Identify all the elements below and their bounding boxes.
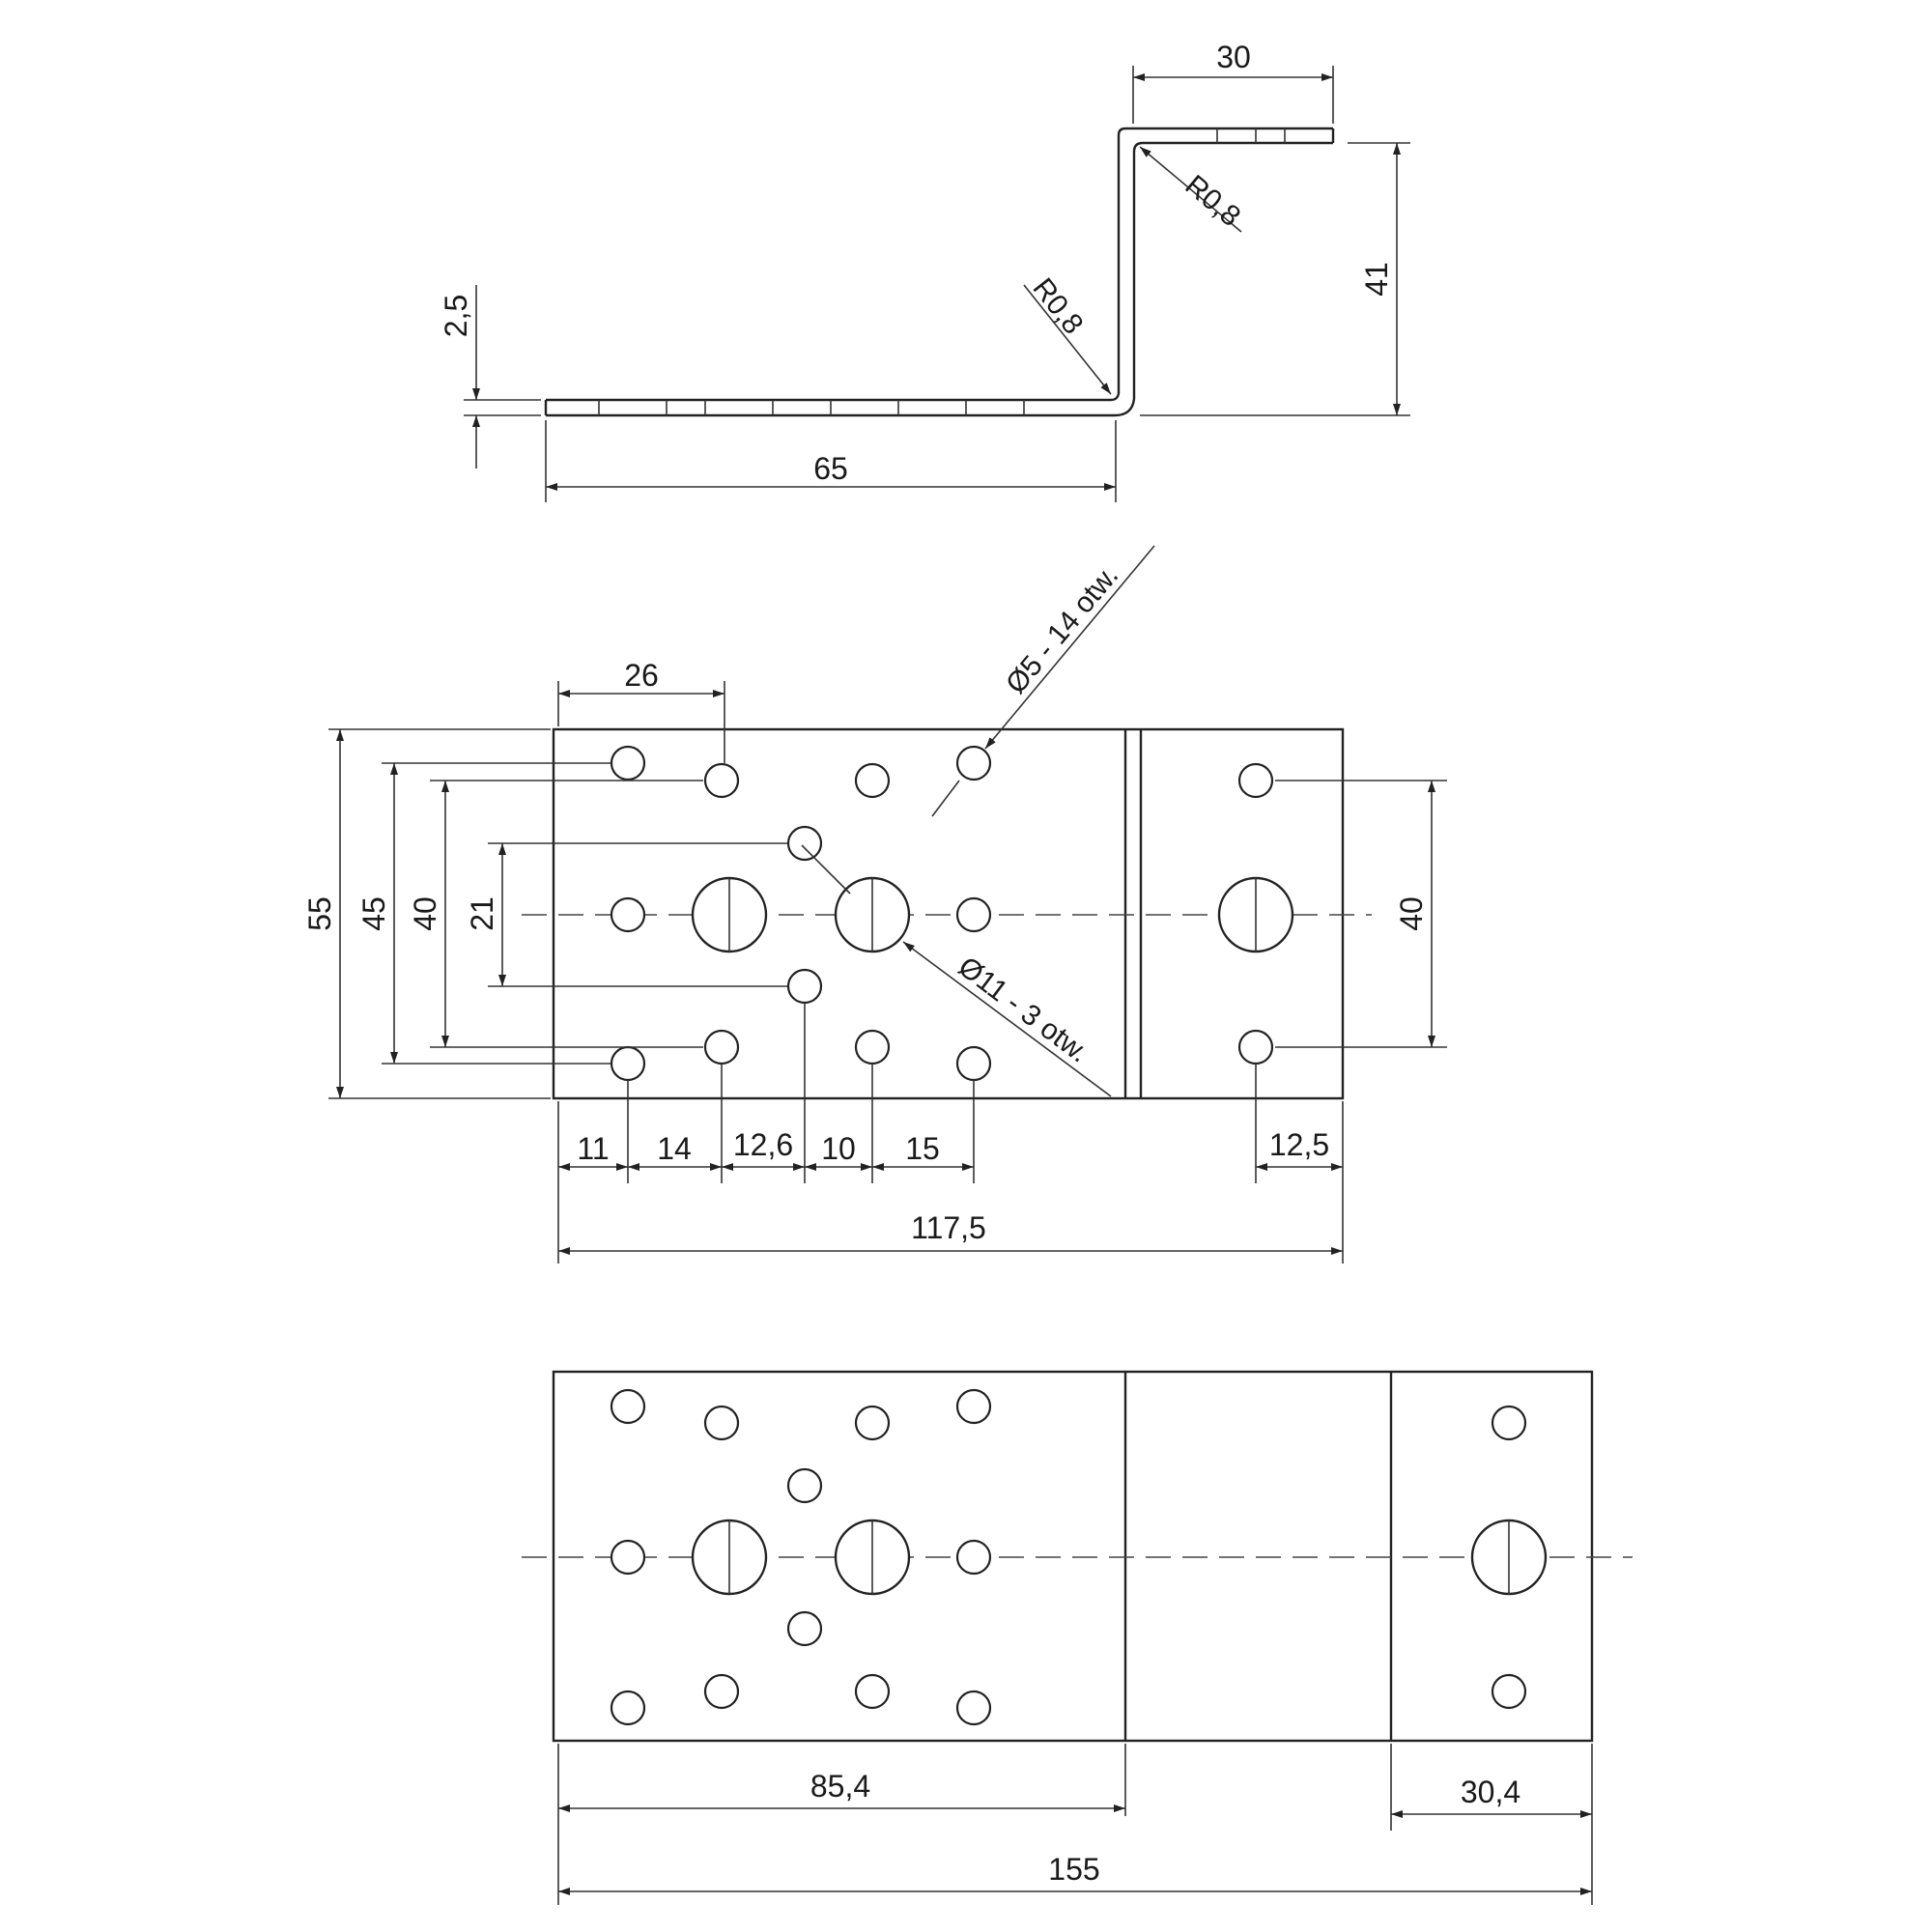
small-hole bbox=[854, 1673, 891, 1710]
small-hole bbox=[1491, 1673, 1527, 1710]
small-hole bbox=[955, 1045, 992, 1082]
large-holes-note: Ø11 - 3 otw. bbox=[801, 844, 1112, 1097]
dim-top-flange-label: 30 bbox=[1216, 40, 1251, 74]
dim-chain-label: 15 bbox=[905, 1131, 940, 1166]
small-hole bbox=[1237, 762, 1274, 799]
plan-view: Ø5 - 14 otw. Ø11 - 3 otw. 55 45 40 bbox=[302, 545, 1447, 1264]
radius-inner-bend-label: R0,8 bbox=[1026, 272, 1089, 340]
dim-right-holes: 40 bbox=[1275, 780, 1447, 1048]
dim-vertical-leg-label: 41 bbox=[1359, 262, 1394, 297]
small-hole bbox=[610, 896, 646, 933]
small-holes-note-label: Ø5 - 14 otw. bbox=[1000, 559, 1124, 699]
dim-chain-label: 14 bbox=[657, 1131, 692, 1166]
small-hole bbox=[955, 1539, 992, 1576]
small-hole bbox=[854, 1405, 891, 1441]
radius-outer-bend-label: R0,8 bbox=[1179, 169, 1247, 233]
small-hole bbox=[703, 1029, 740, 1065]
small-hole bbox=[703, 1673, 740, 1710]
dim-left-section-label: 85,4 bbox=[810, 1769, 870, 1804]
small-hole bbox=[854, 1029, 891, 1065]
flat-holes bbox=[610, 1388, 1548, 1726]
small-hole bbox=[610, 1388, 646, 1425]
small-hole bbox=[610, 1690, 646, 1726]
small-hole bbox=[955, 896, 992, 933]
dim-top-flange: 30 bbox=[1132, 40, 1334, 124]
dim-right-holes-label: 40 bbox=[1394, 896, 1429, 931]
small-hole bbox=[955, 745, 992, 781]
dim-overall-height: 55 bbox=[302, 728, 551, 1099]
dim-vertical-leg: 41 bbox=[1140, 142, 1410, 416]
small-hole bbox=[786, 1467, 823, 1504]
dim-diagonal-holes-label: 21 bbox=[465, 896, 499, 931]
small-hole bbox=[703, 762, 740, 799]
small-hole bbox=[786, 1610, 823, 1647]
dim-chain-label: 12,6 bbox=[733, 1127, 793, 1162]
dim-chain-label: 11 bbox=[577, 1131, 609, 1166]
bracket-profile bbox=[544, 127, 1335, 417]
dim-right-edge: 12,5 bbox=[1255, 1064, 1344, 1183]
plan-outline bbox=[552, 727, 1345, 1100]
dim-flat-overall: 155 bbox=[557, 1831, 1593, 1905]
small-hole bbox=[955, 1388, 992, 1425]
dim-diagonal-holes: 21 bbox=[465, 842, 787, 987]
dim-top-26-label: 26 bbox=[624, 658, 659, 693]
small-hole bbox=[703, 1405, 740, 1441]
dim-bottom-flange: 65 bbox=[545, 420, 1117, 502]
small-hole bbox=[786, 968, 823, 1005]
dim-outer-holes: 45 bbox=[356, 762, 611, 1065]
dim-top-26: 26 bbox=[557, 658, 725, 763]
dim-left-section: 85,4 bbox=[557, 1744, 1126, 1831]
side-view: 30 41 2,5 65 R0,8 bbox=[439, 40, 1410, 502]
radius-outer-bend: R0,8 bbox=[1139, 146, 1247, 233]
dim-flat-overall-label: 155 bbox=[1048, 1852, 1099, 1887]
plan-holes bbox=[610, 745, 1294, 1082]
dim-thickness-label: 2,5 bbox=[439, 295, 473, 337]
dim-inner-holes-label: 40 bbox=[408, 896, 442, 931]
small-hole bbox=[955, 1690, 992, 1726]
dim-right-section-label: 30,4 bbox=[1461, 1775, 1520, 1809]
flat-outline bbox=[552, 1370, 1594, 1743]
dim-inner-holes: 40 bbox=[408, 780, 703, 1048]
dim-overall-height-label: 55 bbox=[302, 896, 337, 931]
dim-right-section: 30,4 bbox=[1390, 1744, 1593, 1831]
dim-bottom-flange-label: 65 bbox=[813, 451, 848, 486]
small-hole bbox=[610, 745, 646, 781]
small-hole bbox=[786, 825, 823, 862]
dim-plan-overall: 117,5 bbox=[557, 1183, 1344, 1264]
small-hole bbox=[1491, 1405, 1527, 1441]
radius-inner-bend: R0,8 bbox=[1023, 272, 1112, 395]
dim-right-edge-label: 12,5 bbox=[1269, 1127, 1329, 1162]
dim-outer-holes-label: 45 bbox=[356, 896, 391, 931]
small-hole bbox=[610, 1045, 646, 1082]
dim-chain: 11 14 12,6 10 15 bbox=[557, 1003, 975, 1183]
small-hole bbox=[854, 762, 891, 799]
small-hole bbox=[610, 1539, 646, 1576]
small-hole bbox=[1237, 1029, 1274, 1065]
flat-pattern-view: 85,4 30,4 155 bbox=[522, 1370, 1633, 1905]
dim-chain-label: 10 bbox=[821, 1131, 856, 1166]
dim-thickness: 2,5 bbox=[439, 285, 541, 469]
dim-plan-overall-label: 117,5 bbox=[911, 1210, 986, 1245]
